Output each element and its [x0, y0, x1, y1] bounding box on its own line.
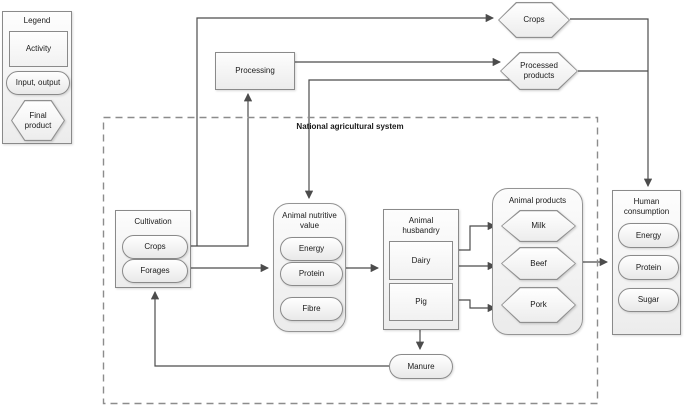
cultivation-forages-shape: Forages — [122, 259, 188, 283]
products-milk-hexagon: Milk — [501, 210, 576, 242]
nutritive-value-container: Animal nutritive value Energy Protein Fi… — [273, 203, 346, 332]
crops-output-hexagon: Crops — [498, 2, 570, 38]
cultivation-box: Cultivation Crops Forages — [115, 210, 191, 288]
consumption-sugar-label: Sugar — [637, 295, 660, 305]
husbandry-title: Animal husbandry — [402, 216, 440, 235]
animal-products-container: Animal products Milk Beef Pork — [492, 188, 583, 335]
husbandry-pig-box: Pig — [389, 283, 453, 321]
processing-box: Processing — [215, 52, 295, 90]
products-beef-label: Beef — [530, 258, 547, 268]
husbandry-box: Animal husbandry Dairy Pig — [383, 209, 459, 330]
connector-crops-to-processing — [186, 92, 253, 247]
husbandry-dairy-box: Dairy — [389, 241, 453, 280]
nutritive-energy-shape: Energy — [280, 237, 343, 261]
cultivation-crops-label: Crops — [144, 242, 166, 252]
nutritive-value-title: Animal nutritive value — [282, 211, 337, 230]
products-beef-hexagon: Beef — [501, 247, 576, 280]
husbandry-pig-label: Pig — [415, 297, 427, 307]
processed-products-hexagon: Processed products — [500, 52, 578, 90]
nutritive-fibre-label: Fibre — [302, 304, 321, 314]
nutritive-protein-label: Protein — [298, 269, 325, 279]
nutritive-protein-shape: Protein — [280, 262, 343, 286]
animal-products-title: Animal products — [508, 196, 567, 205]
legend-input-output-label: Input, output — [15, 78, 61, 88]
cultivation-title: Cultivation — [134, 217, 172, 226]
products-milk-label: Milk — [531, 221, 546, 231]
human-consumption-box: Human consumption Energy Protein Sugar — [612, 190, 681, 335]
products-pork-label: Pork — [530, 300, 547, 310]
nutritive-fibre-shape: Fibre — [280, 297, 343, 321]
connector-crops-to-crops-output — [196, 13, 495, 246]
manure-label: Manure — [407, 361, 435, 371]
nutritive-energy-label: Energy — [298, 244, 325, 254]
products-pork-hexagon: Pork — [501, 287, 576, 323]
processed-products-label: Processed products — [520, 61, 558, 80]
consumption-protein-shape: Protein — [618, 255, 679, 280]
cultivation-forages-label: Forages — [140, 266, 170, 276]
cultivation-crops-shape: Crops — [122, 235, 188, 259]
consumption-energy-shape: Energy — [618, 223, 679, 248]
legend-final-product-shape: Final product — [11, 100, 65, 141]
system-boundary-dashed — [102, 116, 599, 405]
crops-output-label: Crops — [523, 15, 545, 25]
husbandry-dairy-label: Dairy — [411, 255, 431, 265]
processing-label: Processing — [235, 66, 275, 76]
manure-shape: Manure — [389, 354, 453, 379]
legend-title: Legend — [23, 16, 51, 25]
connector-dairy-to-milk — [450, 221, 497, 251]
connector-pig-to-pork — [450, 299, 497, 313]
legend-box: Legend Activity Input, output Final prod… — [2, 11, 72, 144]
human-consumption-title: Human consumption — [623, 197, 670, 216]
legend-final-product-label: Final product — [24, 110, 52, 130]
consumption-protein-label: Protein — [635, 262, 662, 272]
consumption-energy-label: Energy — [635, 230, 662, 240]
system-boundary-label: National agricultural system — [296, 122, 404, 131]
legend-activity-label: Activity — [25, 44, 52, 54]
connector-processed-products-to-nutritive — [304, 79, 511, 200]
connector-crops-output-to-consumption — [570, 18, 653, 188]
connector-manure-to-cultivation — [150, 290, 389, 367]
consumption-sugar-shape: Sugar — [618, 288, 679, 312]
legend-activity-shape: Activity — [9, 31, 68, 67]
legend-input-output-shape: Input, output — [6, 71, 70, 95]
